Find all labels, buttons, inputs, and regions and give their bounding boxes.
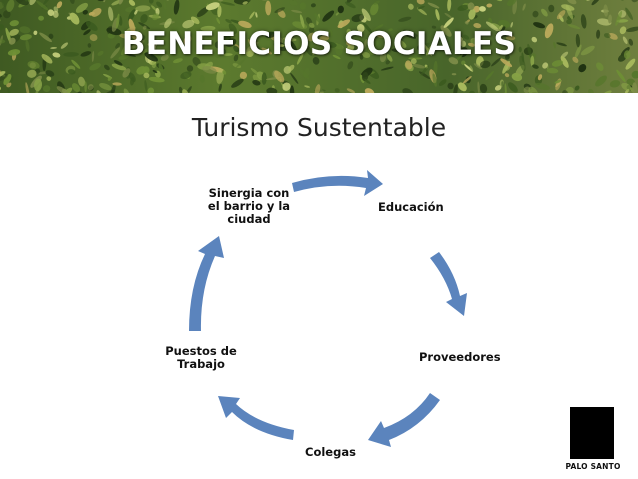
node-puestos-line1: Puestos de [165,344,237,358]
foliage-background [0,0,638,93]
arrow-colegas-to-puestos [218,396,294,440]
node-educacion: Educación [378,200,444,214]
arrow-educacion-to-proveedores [430,252,467,316]
arrow-sinergia-to-educacion [292,170,383,196]
node-sinergia-line1: Sinergia con [208,186,290,200]
node-colegas: Colegas [305,445,356,459]
node-puestos-de-trabajo: Puestos de Trabajo [160,345,242,371]
header-banner: BENEFICIOS SOCIALES [0,0,638,93]
arrow-puestos-to-sinergia [189,236,224,331]
node-proveedores: Proveedores [419,350,501,364]
slide-subtitle: Turismo Sustentable [191,113,447,142]
node-puestos-line2: Trabajo [177,357,225,371]
node-sinergia: Sinergia con el barrio y la ciudad [206,187,292,226]
node-sinergia-line3: ciudad [227,212,271,226]
slide-title: BENEFICIOS SOCIALES [121,26,517,62]
palo-santo-logo [570,407,614,459]
node-sinergia-line2: el barrio y la [207,199,291,213]
arrow-proveedores-to-colegas [368,393,440,447]
logo-text: PALO SANTO [565,462,621,471]
